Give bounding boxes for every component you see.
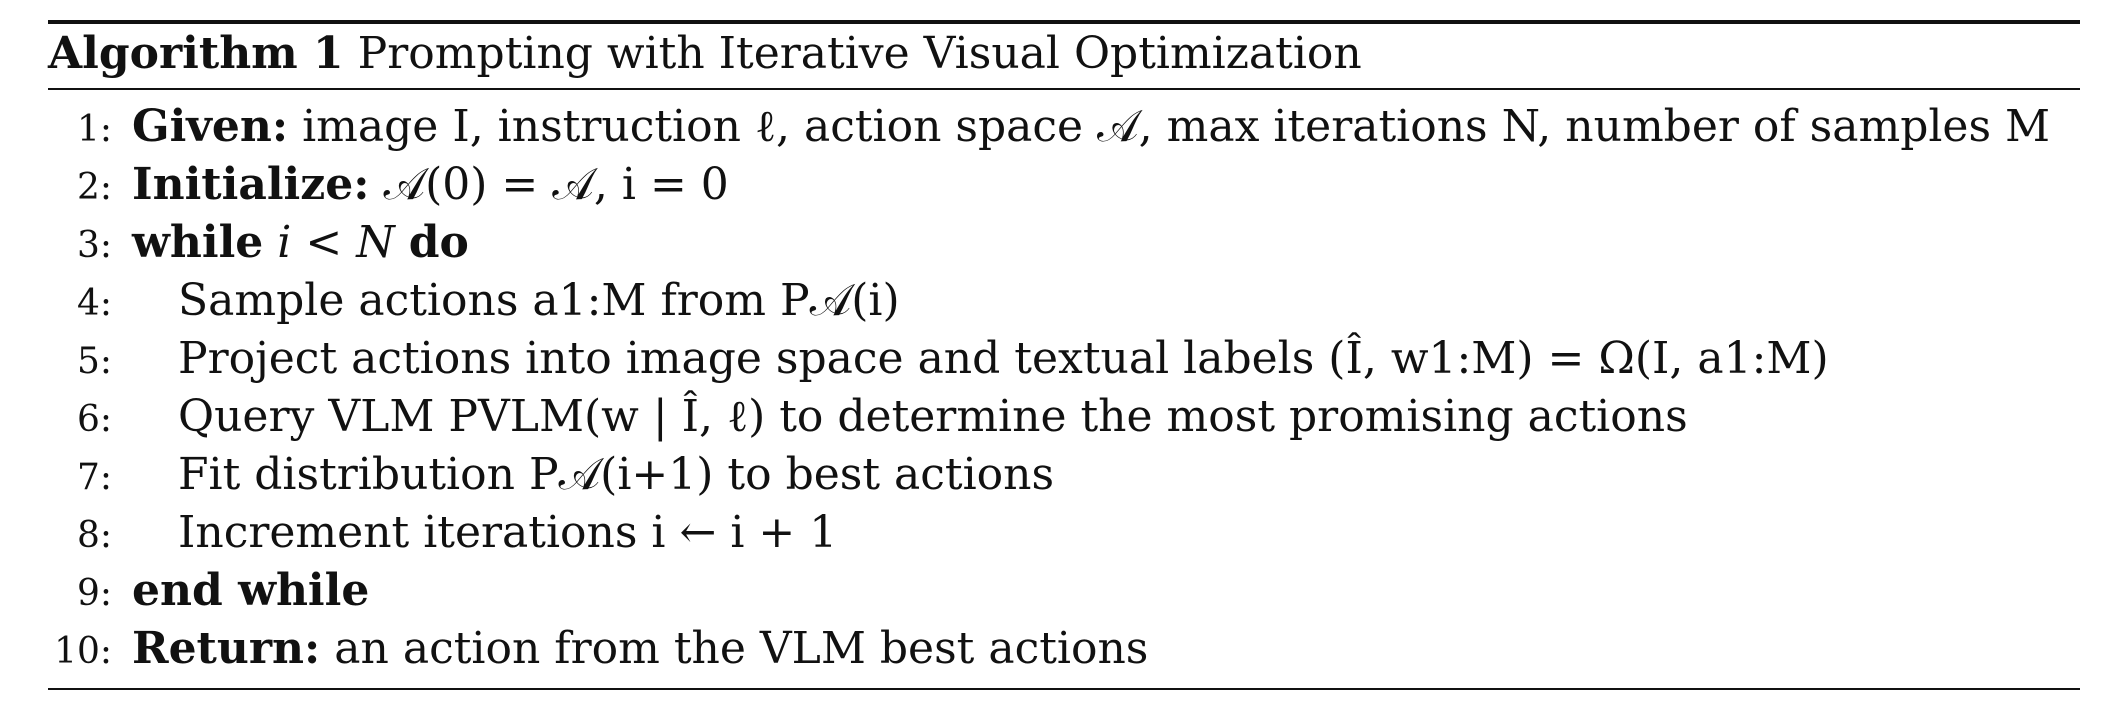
line-keyword: end while [132, 565, 370, 616]
line-number: 10: [54, 631, 112, 672]
line-text: Fit distribution P𝒜(i+1) to best actions [178, 449, 1055, 500]
algorithm-caption: Algorithm 1 Prompting with Iterative Vis… [48, 26, 1362, 82]
line-keyword: Return: [132, 623, 321, 674]
line-number: 7: [76, 457, 112, 498]
algorithm-title: Prompting with Iterative Visual Optimiza… [357, 28, 1362, 79]
line-number: 9: [76, 573, 112, 614]
algorithm-line-3: 3: while i < N do [48, 214, 469, 272]
algorithm-line-10: 10: Return: an action from the VLM best a… [48, 620, 1148, 678]
line-number: 1: [76, 109, 112, 150]
line-text: i < N [277, 217, 395, 268]
line-text: an action from the VLM best actions [334, 623, 1149, 674]
line-number: 5: [76, 341, 112, 382]
caption-rule [48, 88, 2080, 90]
line-number: 8: [76, 515, 112, 556]
algorithm-line-7: 7: Fit distribution P𝒜(i+1) to best actio… [48, 446, 1054, 504]
line-keyword: Given: [132, 101, 289, 152]
line-text: Project actions into image space and tex… [178, 333, 1829, 384]
line-text: 𝒜(0) = 𝒜, i = 0 [383, 159, 729, 210]
algorithm-line-6: 6: Query VLM PVLM(w | Î, ℓ) to determine … [48, 388, 1688, 446]
line-number: 6: [76, 399, 112, 440]
algorithm-line-8: 8: Increment iterations i ← i + 1 [48, 504, 837, 562]
line-keyword: Initialize: [132, 159, 370, 210]
line-text: Increment iterations i ← i + 1 [178, 507, 838, 558]
line-keyword-do: do [408, 217, 469, 268]
line-number: 4: [76, 283, 112, 324]
line-text: Sample actions a1:M from P𝒜(i) [178, 275, 900, 326]
algorithm-line-9: 9: end while [48, 562, 369, 620]
line-number: 2: [76, 167, 112, 208]
algorithm-line-5: 5: Project actions into image space and t… [48, 330, 1829, 388]
algorithm-line-2: 2: Initialize: 𝒜(0) = 𝒜, i = 0 [48, 156, 729, 214]
algorithm-line-1: 1: Given: image I, instruction ℓ, action … [48, 98, 2050, 156]
algorithm-line-4: 4: Sample actions a1:M from P𝒜(i) [48, 272, 900, 330]
line-keyword: while [132, 217, 264, 268]
bottom-rule [48, 688, 2080, 690]
line-text: image I, instruction ℓ, action space 𝒜, … [302, 101, 2051, 152]
line-text: Query VLM PVLM(w | Î, ℓ) to determine th… [178, 391, 1688, 442]
algorithm-block: Algorithm 1 Prompting with Iterative Vis… [48, 0, 2080, 712]
top-rule [48, 20, 2080, 24]
algorithm-label: Algorithm 1 [48, 28, 344, 79]
line-number: 3: [76, 225, 112, 266]
